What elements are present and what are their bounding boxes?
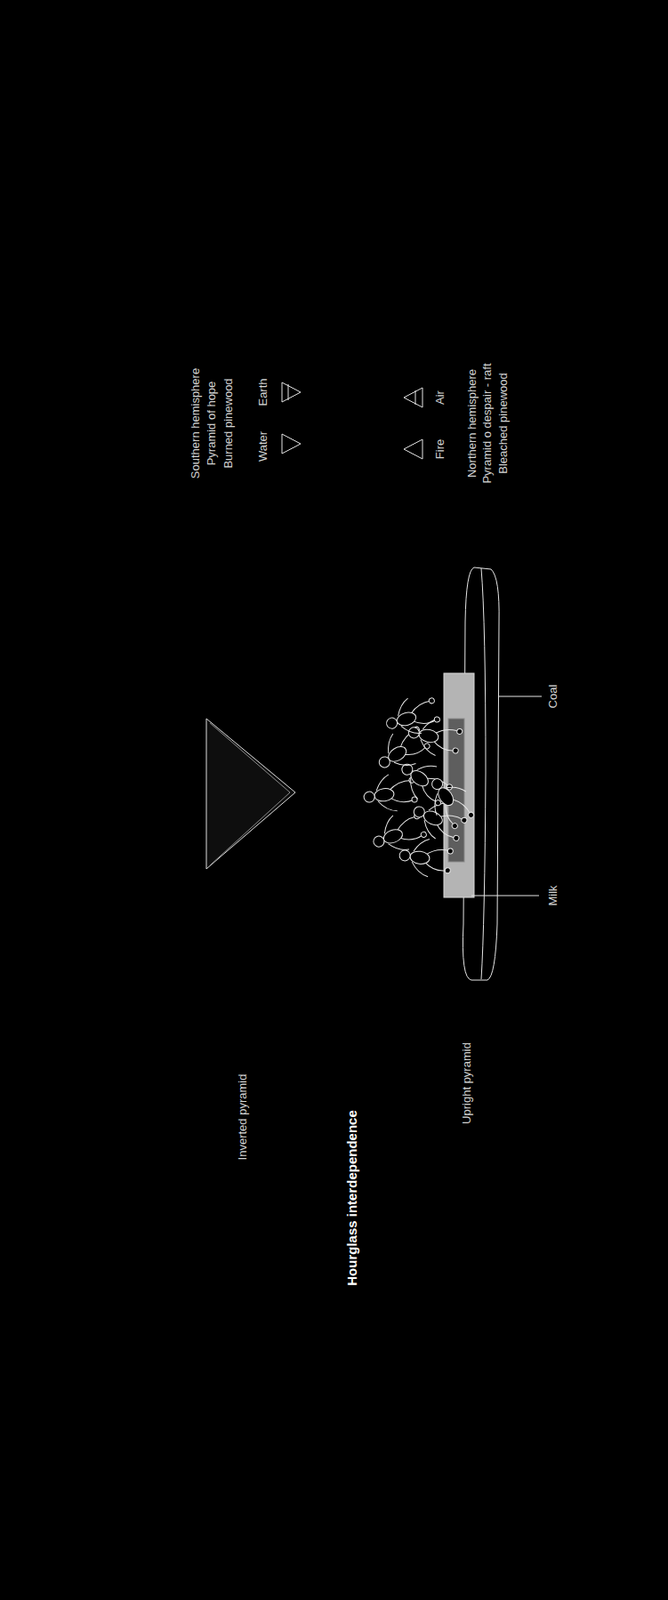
water-symbol <box>281 434 301 454</box>
milk-tray <box>443 673 475 898</box>
coal-bed <box>448 718 465 862</box>
human-figure <box>419 768 481 833</box>
human-figures <box>361 691 480 880</box>
label: Coal <box>547 684 560 709</box>
human-figure <box>381 691 443 742</box>
label: Water <box>257 431 270 462</box>
label: Earth <box>257 378 270 406</box>
air-symbol <box>403 387 423 408</box>
label: Southern hemisphere <box>189 368 202 479</box>
air-symbol-bar <box>415 390 417 405</box>
label: Fire <box>434 439 447 459</box>
leader-line <box>471 895 540 897</box>
human-figure <box>361 771 419 816</box>
earth-symbol-bar <box>288 384 290 401</box>
label: Pyramid of hope <box>205 381 218 467</box>
leader-line <box>498 696 542 698</box>
pyramid-edge <box>209 723 290 866</box>
label: Upright pyramid <box>460 1042 474 1125</box>
label: Air <box>434 390 447 405</box>
label: Milk <box>547 885 560 906</box>
label: Inverted pyramid <box>236 1074 250 1161</box>
earth-symbol <box>281 382 301 403</box>
diagram-title: Hourglass interdependence <box>345 1110 361 1287</box>
label: Pyramid o despair - raft <box>481 362 494 483</box>
label: Northern hemisphere <box>466 369 479 478</box>
fire-symbol <box>403 439 423 459</box>
human-figure <box>396 835 454 880</box>
human-figure <box>407 791 471 847</box>
label: Burned pinewood <box>222 378 235 468</box>
raft-thickness <box>481 568 486 980</box>
inverted-pyramid <box>206 718 296 870</box>
label: Bleached pinewood <box>497 372 510 474</box>
human-figure <box>392 750 457 813</box>
